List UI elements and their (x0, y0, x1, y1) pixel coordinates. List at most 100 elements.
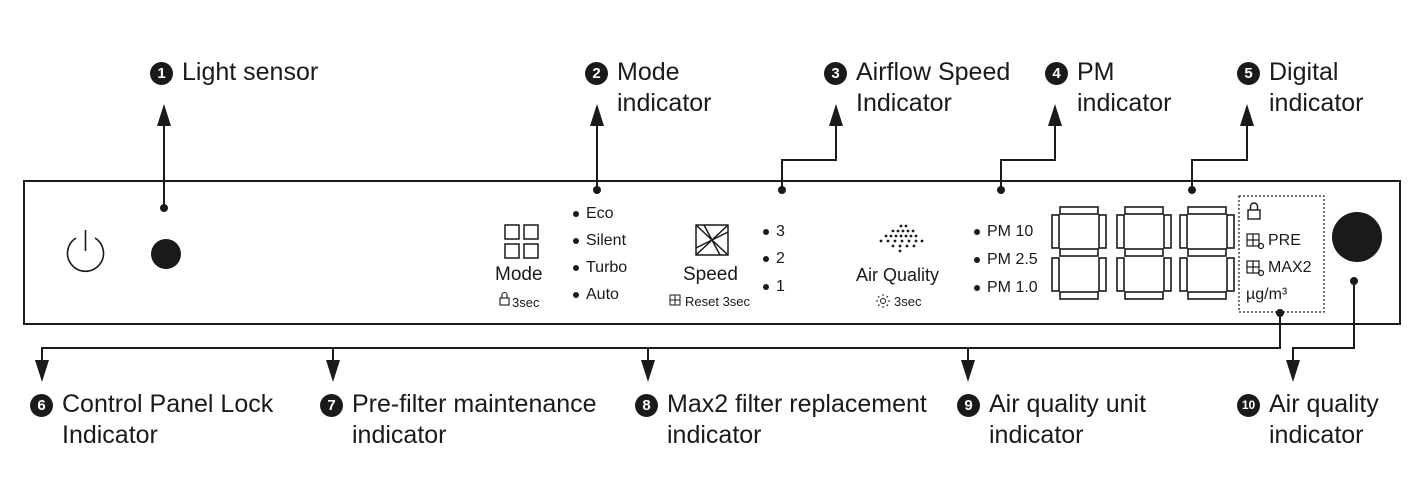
callout-airflow-speed-indicator: 3 Airflow Speed Indicator (824, 57, 1010, 119)
top-dots (160, 186, 1358, 317)
arrow-9 (961, 360, 975, 382)
callout-number: 2 (585, 62, 608, 85)
panel-outline (23, 180, 1401, 325)
speed-label: Speed (683, 264, 738, 285)
air-quality-light-icon (1332, 212, 1382, 262)
mode-grid-icon (504, 224, 539, 259)
callout-text: Pre-filter maintenance (352, 390, 597, 418)
light-sensor-icon (151, 239, 181, 269)
pm-option-2-5: PM 2.5 (987, 251, 1038, 268)
speed-option-1: 1 (776, 278, 785, 295)
callout-text: Indicator (856, 89, 952, 117)
callout-number: 8 (635, 394, 658, 417)
callout-number: 9 (957, 394, 980, 417)
callout-prefilter-maintenance: 7 Pre-filter maintenance indicator (320, 389, 597, 451)
bottom-arrowheads (35, 360, 1300, 382)
air-quality-unit-text: µg/m³ (1246, 286, 1288, 303)
max2-text: MAX2 (1268, 259, 1312, 276)
bottom-connectors (41, 281, 1355, 362)
callout-text: Digital (1269, 58, 1339, 86)
bullet (974, 285, 980, 291)
mode-option-eco: Eco (586, 205, 614, 222)
bullet (974, 257, 980, 263)
speed-option-3: 3 (776, 223, 785, 240)
callout-text: Airflow Speed (856, 58, 1011, 86)
callout-number: 1 (150, 62, 173, 85)
bullet (573, 211, 579, 217)
bullet (573, 265, 579, 271)
arrow-2 (590, 104, 604, 126)
bullet (763, 229, 769, 235)
status-indicator-box (1238, 195, 1325, 313)
callout-number: 7 (320, 394, 343, 417)
arrow-8 (641, 360, 655, 382)
digit-2 (1116, 206, 1172, 300)
callout-text: Control Panel Lock (62, 390, 274, 418)
callout-number: 4 (1045, 62, 1068, 85)
arrow-3 (829, 104, 843, 126)
digit-3 (1179, 206, 1235, 300)
prefilter-icon (1246, 233, 1265, 250)
callout-text: PM (1077, 58, 1115, 86)
speed-sub-label: Reset 3sec (685, 294, 751, 309)
pm-option-10: PM 10 (987, 223, 1034, 240)
prefilter-text: PRE (1268, 232, 1301, 249)
callout-control-panel-lock: 6 Control Panel Lock Indicator (30, 389, 273, 451)
callout-air-quality-unit: 9 Air quality unit indicator (957, 389, 1146, 451)
callout-number: 10 (1237, 394, 1260, 417)
bullet (763, 284, 769, 290)
fan-icon (695, 224, 729, 256)
callout-mode-indicator: 2 Mode indicator (585, 57, 712, 119)
sun-icon (876, 294, 890, 308)
power-icon (66, 230, 105, 273)
speed-option-2: 2 (776, 250, 785, 267)
callout-text: indicator (1077, 89, 1172, 117)
seven-segment-display (1051, 206, 1235, 300)
callout-text: Air quality unit (989, 390, 1147, 418)
callout-digital-indicator: 5 Digital indicator (1237, 57, 1364, 119)
lock-icon (499, 291, 510, 306)
callout-number: 5 (1237, 62, 1260, 85)
bullet (573, 238, 579, 244)
callout-text: indicator (1269, 89, 1364, 117)
callout-text: indicator (667, 421, 762, 449)
mode-label: Mode (495, 264, 543, 285)
callout-text: Indicator (62, 421, 158, 449)
callout-air-quality-indicator: 10 Air quality indicator (1237, 389, 1379, 451)
callout-text: Light sensor (182, 58, 319, 86)
air-quality-dots-icon (879, 224, 924, 253)
filter-icon (669, 294, 681, 306)
callout-text: indicator (617, 89, 712, 117)
callout-max2-filter-replacement: 8 Max2 filter replacement indicator (635, 389, 927, 451)
bullet (974, 229, 980, 235)
arrow-7 (326, 360, 340, 382)
max2-filter-icon (1246, 260, 1265, 277)
mode-option-turbo: Turbo (586, 259, 628, 276)
callout-number: 6 (30, 394, 53, 417)
callout-pm-indicator: 4 PM indicator (1045, 57, 1172, 119)
callout-text: indicator (989, 421, 1084, 449)
digit-1 (1051, 206, 1107, 300)
air-quality-label: Air Quality (856, 265, 940, 285)
mode-option-silent: Silent (586, 232, 627, 249)
air-quality-sub-label: 3sec (894, 294, 922, 309)
bullet (763, 256, 769, 262)
arrow-6 (35, 360, 49, 382)
mode-sub-label: 3sec (512, 295, 540, 310)
callout-text: indicator (1269, 421, 1364, 449)
top-arrowheads (157, 104, 1254, 126)
arrow-4 (1048, 104, 1062, 126)
top-connectors (163, 108, 1248, 208)
bullet (573, 292, 579, 298)
callout-text: Max2 filter replacement (667, 390, 927, 418)
callout-number: 3 (824, 62, 847, 85)
arrow-1 (157, 104, 171, 126)
callout-text: indicator (352, 421, 447, 449)
arrow-5 (1240, 104, 1254, 126)
callout-light-sensor: 1 Light sensor (150, 57, 318, 88)
pm-option-1-0: PM 1.0 (987, 279, 1038, 296)
mode-option-auto: Auto (586, 286, 619, 303)
callout-text: Air quality (1269, 390, 1379, 418)
